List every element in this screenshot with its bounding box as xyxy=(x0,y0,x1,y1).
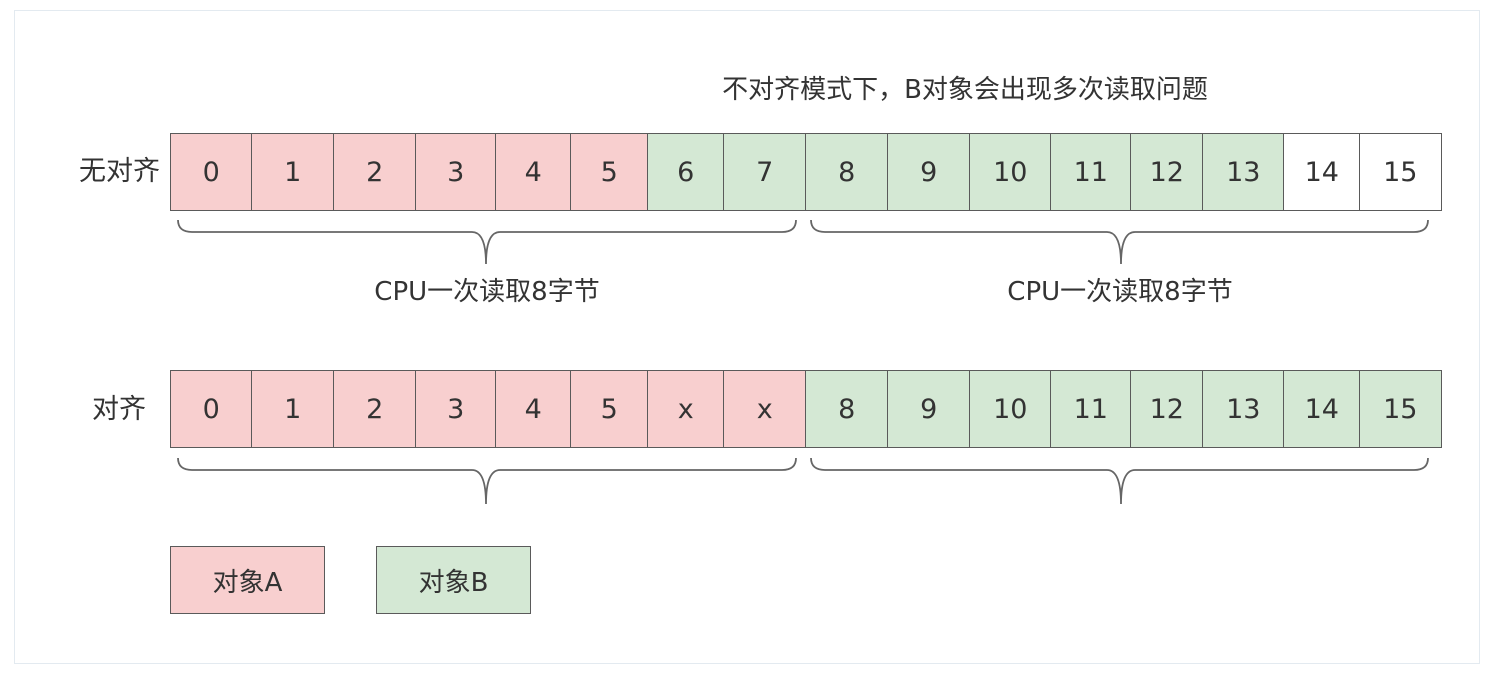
brace-left-unaligned xyxy=(177,219,797,265)
memory-cell: 0 xyxy=(170,370,253,448)
memory-cell: 0 xyxy=(170,133,253,211)
memory-cell: 10 xyxy=(969,133,1052,211)
memory-cell: 15 xyxy=(1359,370,1442,448)
caption-read-right: CPU一次读取8字节 xyxy=(1007,277,1233,307)
legend-object-b: 对象B xyxy=(376,546,531,614)
memory-cell: 11 xyxy=(1050,370,1132,448)
brace-right-aligned xyxy=(810,457,1429,505)
row-label-unaligned: 无对齐 xyxy=(79,156,160,187)
caption-read-left: CPU一次读取8字节 xyxy=(374,277,600,307)
memory-cell: 3 xyxy=(415,133,497,211)
memory-cell: 14 xyxy=(1283,133,1361,211)
memory-cell: 5 xyxy=(570,133,649,211)
memory-cell: 8 xyxy=(805,133,889,211)
memory-cell: 12 xyxy=(1130,370,1204,448)
brace-left-aligned xyxy=(177,457,797,505)
memory-cell: 2 xyxy=(333,133,417,211)
memory-cell: 13 xyxy=(1202,370,1285,448)
memory-cell: 10 xyxy=(969,370,1052,448)
memory-cell: 3 xyxy=(415,370,497,448)
brace-right-unaligned xyxy=(810,219,1429,265)
legend-object-a: 对象A xyxy=(170,546,325,614)
memory-cell: 14 xyxy=(1283,370,1361,448)
row-label-aligned: 对齐 xyxy=(92,394,146,425)
memory-cell: 6 xyxy=(647,133,725,211)
memory-cell: x xyxy=(647,370,725,448)
diagram-title: 不对齐模式下，B对象会出现多次读取问题 xyxy=(722,75,1208,105)
memory-cell: 7 xyxy=(723,133,807,211)
memory-cell: 2 xyxy=(333,370,417,448)
legend-object-b-label: 对象B xyxy=(418,567,489,598)
read-braces-unaligned xyxy=(177,219,1429,265)
legend-object-a-label: 对象A xyxy=(212,567,283,598)
memory-cell: 9 xyxy=(887,133,971,211)
memory-cell: 1 xyxy=(251,370,335,448)
memory-cell: 12 xyxy=(1130,133,1204,211)
memory-cell: 11 xyxy=(1050,133,1132,211)
memory-cell: x xyxy=(723,370,807,448)
memory-cell: 13 xyxy=(1202,133,1285,211)
diagram-frame xyxy=(14,10,1480,664)
memory-cell: 4 xyxy=(495,370,572,448)
memory-cell: 15 xyxy=(1359,133,1442,211)
memory-cell: 5 xyxy=(570,370,649,448)
read-braces-aligned xyxy=(177,457,1429,505)
memory-cell: 8 xyxy=(805,370,889,448)
memory-cell: 9 xyxy=(887,370,971,448)
memory-cell: 4 xyxy=(495,133,572,211)
memory-cell: 1 xyxy=(251,133,335,211)
